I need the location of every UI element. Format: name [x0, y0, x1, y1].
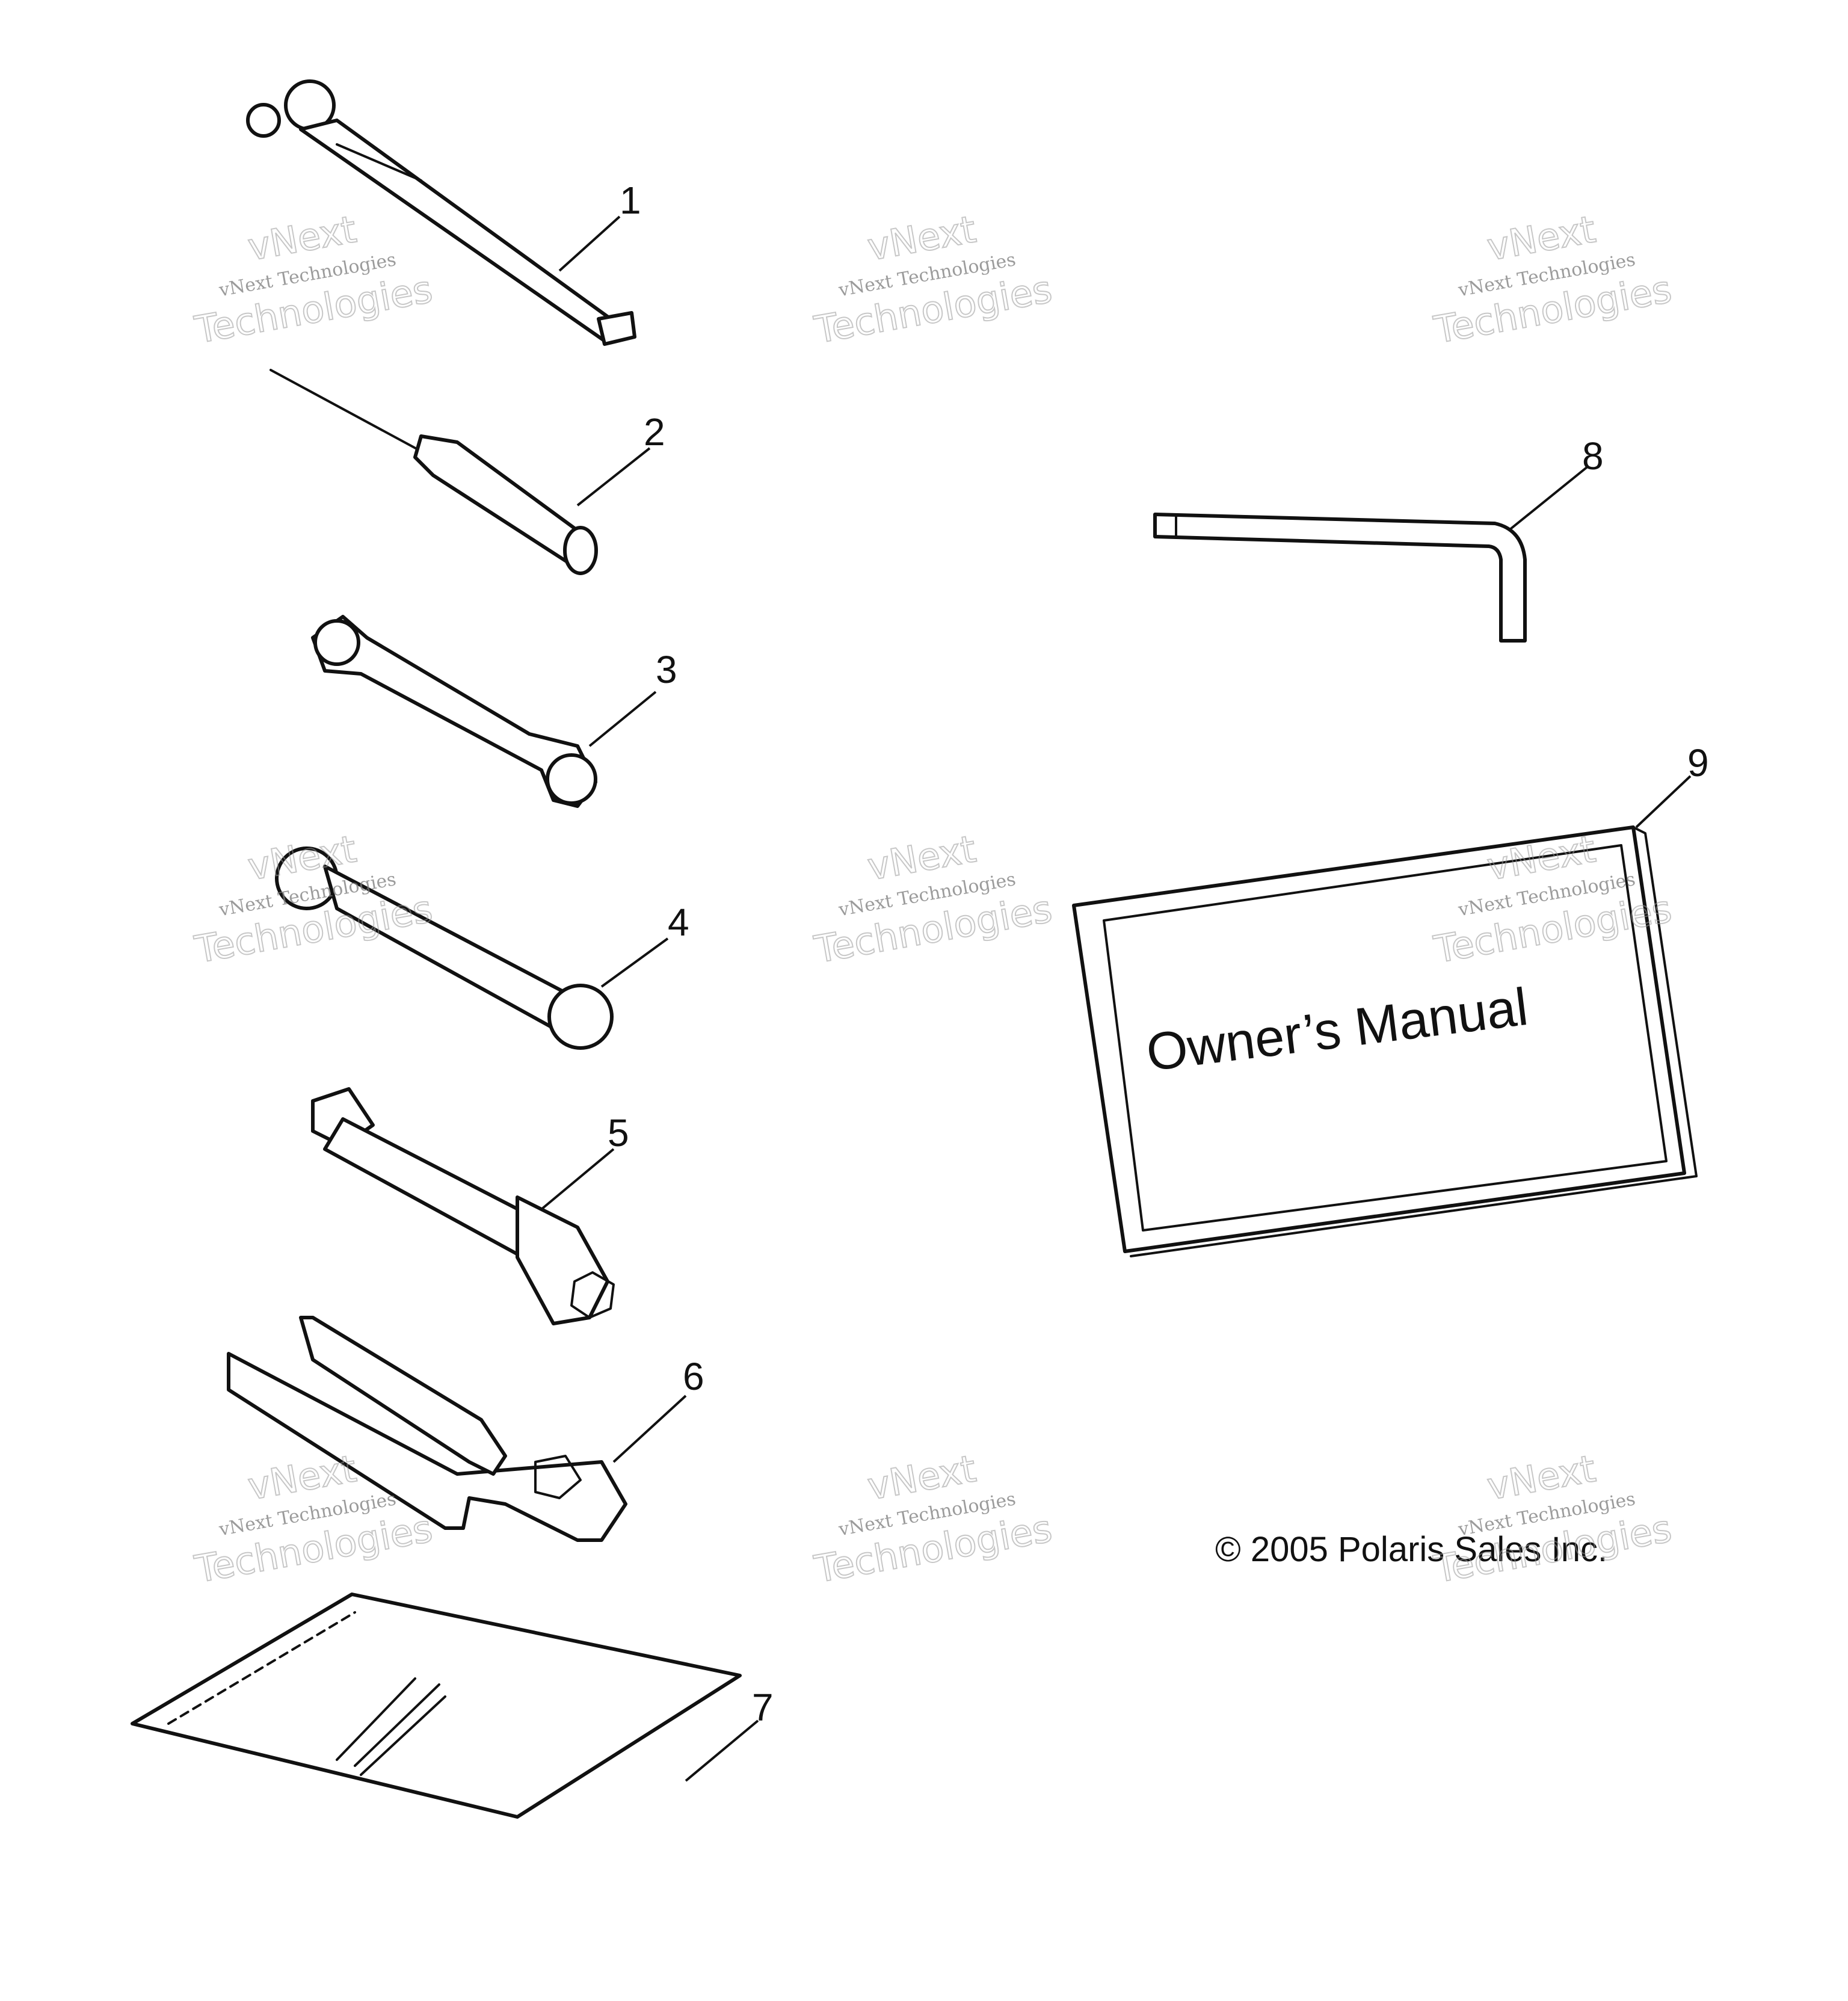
watermark-r1c2: vNext vNext Technologies Technologies [810, 206, 1056, 353]
leader-1 [558, 215, 621, 272]
part-2-screwdriver [270, 369, 598, 575]
callout-1: 1 [620, 179, 641, 222]
watermark-r3c1: vNext vNext Technologies Technologies [191, 1446, 436, 1592]
watermark-r1c1: vNext vNext Technologies Technologies [191, 206, 436, 353]
part-6-spanner-tool [227, 1316, 627, 1542]
part-5-socket-wrench [311, 1087, 615, 1325]
part-1-tire-gauge [246, 79, 636, 346]
callout-2: 2 [644, 410, 665, 454]
leader-2 [576, 447, 651, 507]
part-7-storage-bag [131, 1592, 742, 1819]
callout-5: 5 [608, 1111, 629, 1155]
watermark-r2c2: vNext vNext Technologies Technologies [810, 826, 1056, 972]
callout-4: 4 [668, 901, 689, 944]
watermark-r3c2: vNext vNext Technologies Technologies [810, 1446, 1056, 1592]
copyright-text: © 2005 Polaris Sales Inc. [1215, 1530, 1607, 1569]
leader-5 [540, 1148, 615, 1210]
leader-8 [1509, 465, 1589, 531]
callout-3: 3 [656, 648, 677, 691]
leader-3 [588, 691, 657, 747]
watermark-r3c3: vNext vNext Technologies Technologies [1430, 1446, 1675, 1592]
watermark-r1c3: vNext vNext Technologies Technologies [1430, 206, 1675, 353]
part-8-hex-key [1153, 513, 1527, 643]
leader-4 [600, 937, 669, 988]
watermark-r2c1: vNext vNext Technologies Technologies [191, 826, 436, 972]
callout-7: 7 [752, 1686, 774, 1729]
leader-9 [1635, 775, 1692, 828]
part-4-wrench-12-14 [275, 846, 614, 1050]
leader-6 [612, 1395, 687, 1463]
part-3-wrench-8-10 [311, 615, 597, 808]
callout-8: 8 [1582, 434, 1604, 478]
part-9-owners-manual [1072, 825, 1698, 1257]
leader-7 [685, 1719, 759, 1782]
callout-6: 6 [683, 1355, 704, 1398]
callout-9: 9 [1687, 741, 1709, 785]
